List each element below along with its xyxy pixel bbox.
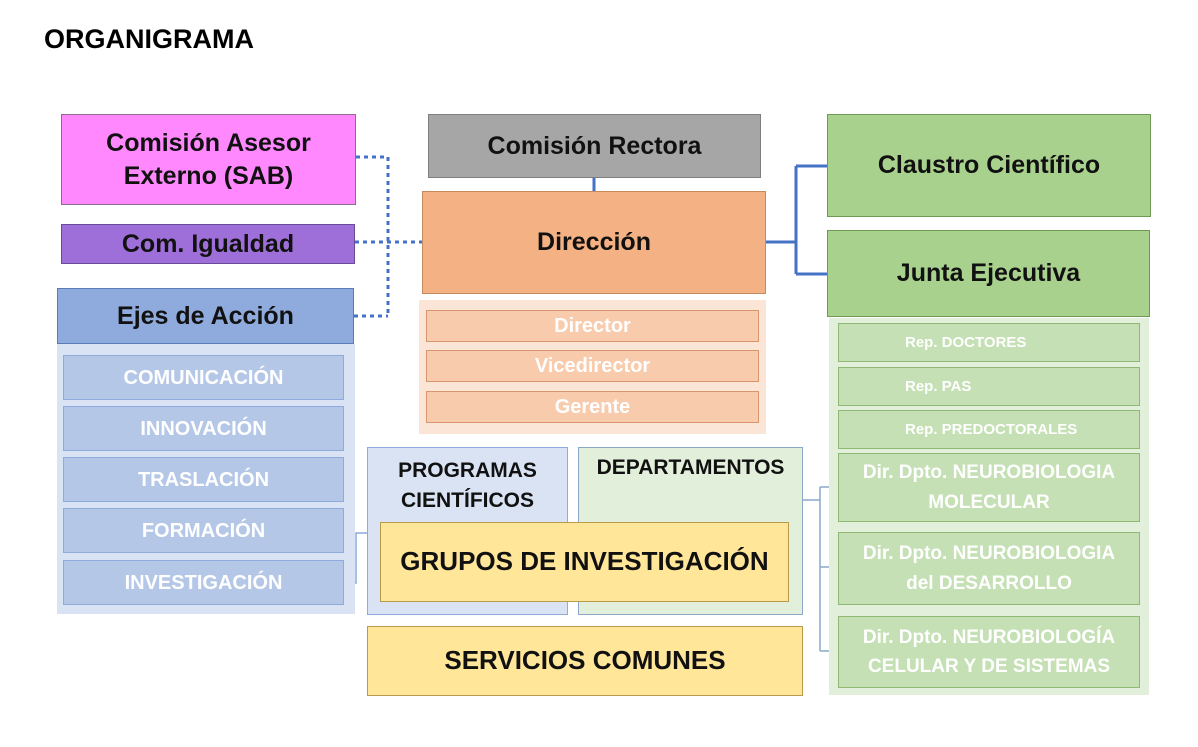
servicios-label: SERVICIOS COMUNES	[444, 645, 726, 676]
direccion-label: Dirección	[537, 228, 651, 257]
ejes-box: Ejes de Acción	[57, 288, 354, 344]
junta-rep-predoctorales: Rep. PREDOCTORALES	[838, 410, 1140, 449]
direccion-item-director: Director	[426, 310, 759, 342]
sab-label: Comisión Asesor Externo (SAB)	[106, 129, 311, 190]
direccion-item-vicedirector: Vicedirector	[426, 350, 759, 382]
junta-dir-celular: Dir. Dpto. NEUROBIOLOGÍA CELULAR Y DE SI…	[838, 616, 1140, 688]
ejes-item-investigacion: INVESTIGACIÓN	[63, 560, 344, 605]
igualdad-box: Com. Igualdad	[61, 224, 355, 264]
ejes-item-formacion: FORMACIÓN	[63, 508, 344, 553]
sab-box: Comisión Asesor Externo (SAB)	[61, 114, 356, 205]
junta-dir-molecular: Dir. Dpto. NEUROBIOLOGIA MOLECULAR	[838, 453, 1140, 522]
claustro-box: Claustro Científico	[827, 114, 1151, 217]
claustro-label: Claustro Científico	[877, 151, 1101, 180]
programas-label: PROGRAMAS CIENTÍFICOS	[398, 459, 537, 513]
junta-rep-doctores: Rep. DOCTORES	[838, 323, 1140, 362]
ejes-label: Ejes de Acción	[117, 301, 294, 330]
page-title: ORGANIGRAMA	[44, 24, 254, 54]
ejes-item-innovacion: INNOVACIÓN	[63, 406, 344, 451]
solid-connectors	[592, 164, 827, 276]
servicios-box: SERVICIOS COMUNES	[367, 626, 803, 696]
rectora-label: Comisión Rectora	[487, 131, 702, 160]
departamentos-label: DEPARTAMENTOS	[596, 456, 785, 479]
grupos-label: GRUPOS DE INVESTIGACIÓN	[400, 546, 769, 577]
ejes-item-comunicacion: COMUNICACIÓN	[63, 355, 344, 400]
direccion-box: Dirección	[422, 191, 766, 294]
junta-dir-desarrollo: Dir. Dpto. NEUROBIOLOGIA del DESARROLLO	[838, 532, 1140, 605]
grupos-box: GRUPOS DE INVESTIGACIÓN	[380, 522, 789, 602]
igualdad-label: Com. Igualdad	[121, 229, 295, 258]
ejes-item-traslacion: TRASLACIÓN	[63, 457, 344, 502]
dotted-connectors	[354, 155, 422, 318]
rectora-box: Comisión Rectora	[428, 114, 761, 178]
junta-rep-pas: Rep. PAS	[838, 367, 1140, 406]
junta-label: Junta Ejecutiva	[896, 259, 1081, 288]
junta-box: Junta Ejecutiva	[827, 230, 1150, 317]
direccion-item-gerente: Gerente	[426, 391, 759, 423]
